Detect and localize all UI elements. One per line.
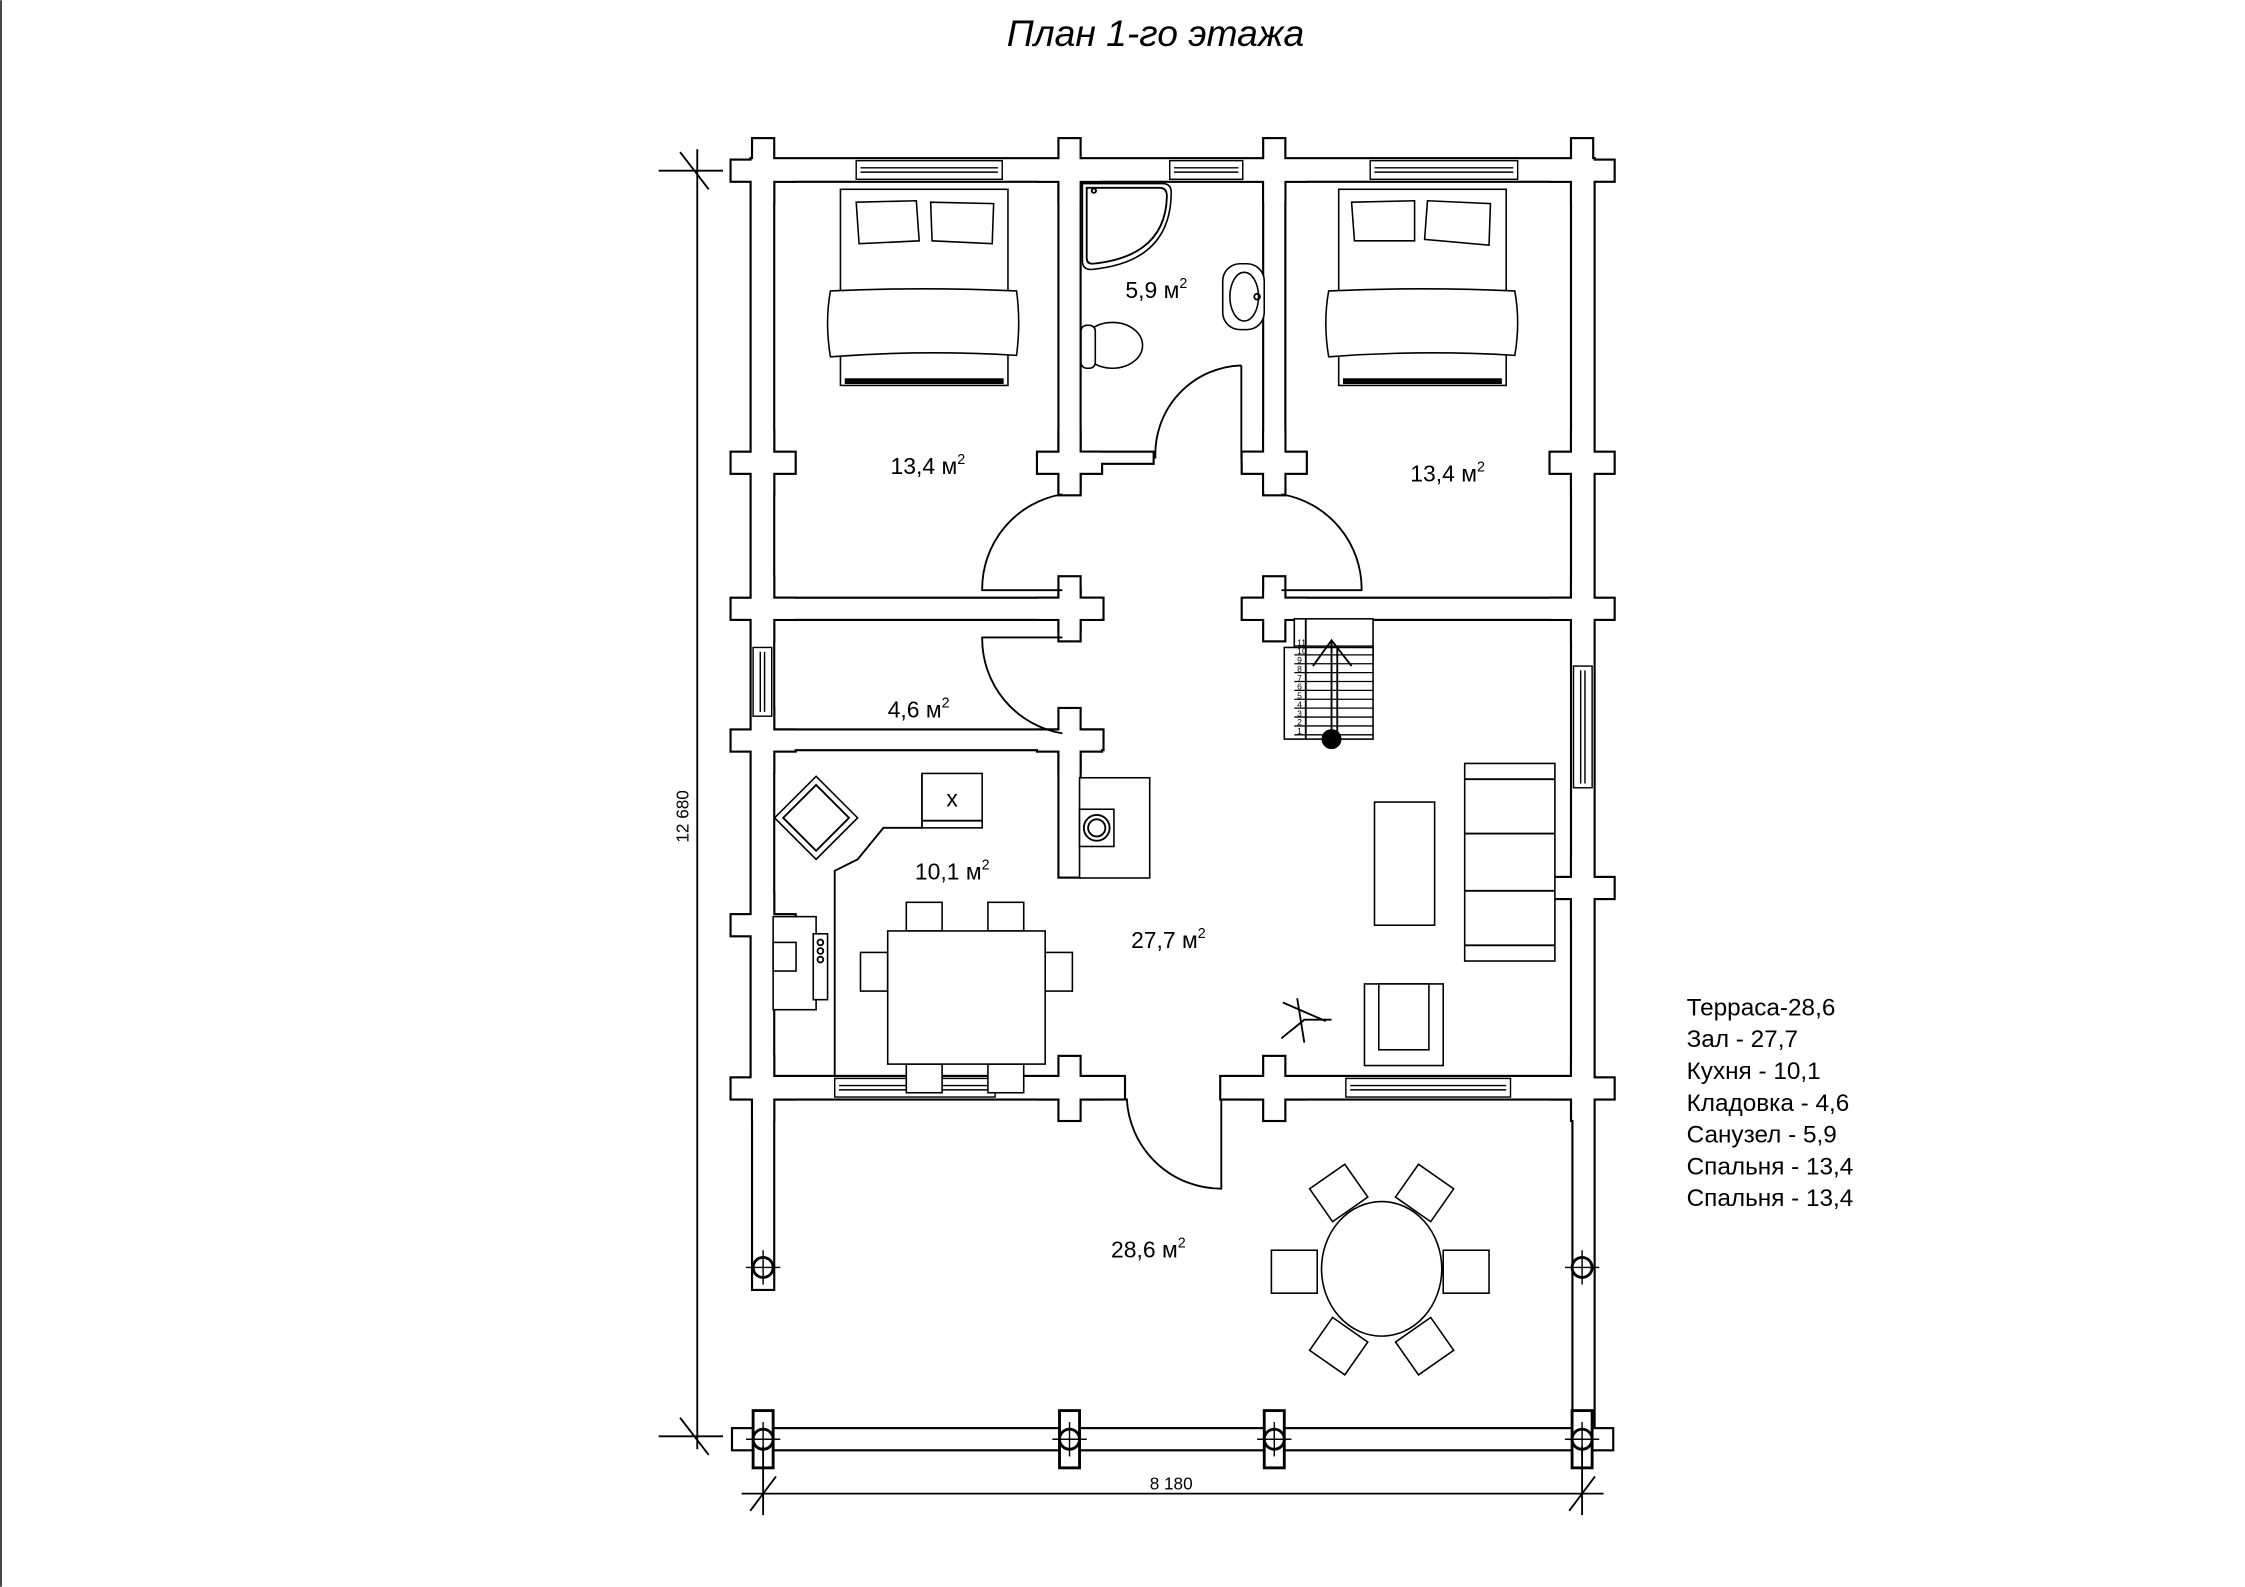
- dimension-lines: 12 680 8 180: [658, 149, 1604, 1516]
- area-kitchen: 10,1 м2: [915, 857, 990, 884]
- terrace-posts: [745, 1250, 1600, 1470]
- area-bedroom-left: 13,4 м2: [891, 452, 966, 479]
- legend-item: Терраса-28,6: [1687, 994, 1836, 1021]
- door-bedroom-left: [981, 493, 1063, 592]
- dining-table: [859, 901, 1074, 1094]
- stair-step-number: 6: [1297, 682, 1302, 692]
- post: [1052, 1409, 1087, 1470]
- window: [1369, 159, 1519, 180]
- window: [752, 646, 773, 717]
- area-terrace: 28,6 м2: [1111, 1235, 1186, 1262]
- stair-step-number: 5: [1297, 691, 1302, 701]
- room-area-labels: 13,4 м2 5,9 м2 13,4 м2 4,6 м2 10,1 м2 27…: [888, 276, 1485, 1262]
- stair-step-number: 10: [1297, 646, 1307, 656]
- stair-step-number: 8: [1297, 664, 1302, 674]
- plant-icon: [1280, 998, 1332, 1043]
- window: [855, 159, 1003, 180]
- window: [1345, 1077, 1512, 1098]
- kitchen-furniture: x: [772, 772, 983, 1077]
- stair-start-dot: [1321, 729, 1342, 750]
- legend-item: Кухня - 10,1: [1687, 1058, 1821, 1085]
- post: [745, 1250, 781, 1285]
- window: [1169, 159, 1244, 180]
- bed-right: [1325, 188, 1519, 387]
- armchair: [1363, 983, 1445, 1067]
- stair-step-number: 2: [1297, 717, 1302, 727]
- legend-item: Кладовка - 4,6: [1687, 1090, 1850, 1117]
- area-pantry: 4,6 м2: [888, 696, 950, 723]
- stair-step-number: 3: [1297, 708, 1302, 718]
- dimension-width: 8 180: [1150, 1473, 1193, 1493]
- post: [1257, 1409, 1292, 1470]
- legend-item: Санузел - 5,9: [1687, 1122, 1837, 1149]
- coffee-table: [1373, 801, 1436, 927]
- area-hall: 27,7 м2: [1131, 926, 1206, 953]
- sofa: [1463, 762, 1556, 962]
- post: [745, 1409, 781, 1470]
- stair-step-number: 11: [1297, 637, 1306, 647]
- post: [1564, 1250, 1600, 1285]
- stair-step-number: 4: [1297, 699, 1302, 709]
- stair-step-number: 1: [1297, 726, 1302, 736]
- area-bathroom: 5,9 м2: [1125, 276, 1187, 303]
- doors: [981, 364, 1363, 1190]
- stair-step-number: 7: [1297, 673, 1302, 683]
- door-pantry: [981, 636, 1063, 735]
- stove: [812, 933, 829, 1001]
- dimension-height: 12 680: [673, 790, 693, 843]
- door-bathroom: [1154, 364, 1243, 459]
- corner-sink: [773, 775, 859, 861]
- round-table: [1270, 1163, 1490, 1376]
- stove-fireplace: [1078, 776, 1151, 879]
- sink: [1221, 262, 1266, 331]
- door-entrance: [1125, 1098, 1223, 1190]
- door-bedroom-right: [1281, 493, 1363, 592]
- bathtub: [1081, 182, 1172, 271]
- stair-step-number: 9: [1297, 655, 1302, 665]
- legend-item: Спальня - 13,4: [1687, 1185, 1854, 1212]
- legend-item: Спальня - 13,4: [1687, 1153, 1854, 1180]
- plan-title: План 1-го этажа: [1007, 12, 1304, 54]
- bed-left: [826, 188, 1020, 387]
- toilet: [1080, 321, 1144, 370]
- area-bedroom-right: 13,4 м2: [1410, 459, 1485, 486]
- kitchen-appliance-mark: x: [946, 785, 958, 811]
- legend-item: Зал - 27,7: [1687, 1026, 1798, 1053]
- window: [1572, 665, 1593, 789]
